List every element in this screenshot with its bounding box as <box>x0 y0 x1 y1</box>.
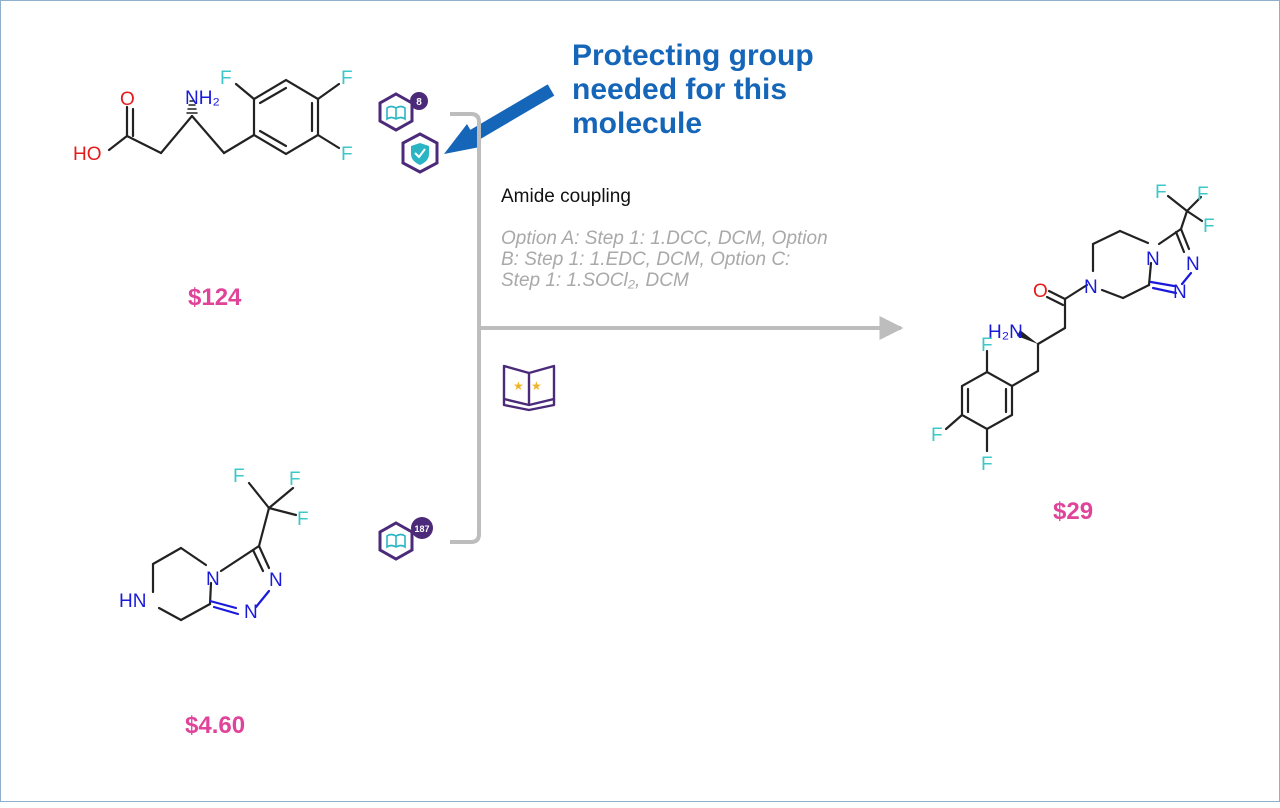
reactant-2-fluorine-label: F <box>297 509 309 530</box>
reactant-1-oxygen-label: O <box>120 89 135 110</box>
product-amine-label: H₂N <box>988 322 1023 343</box>
book-hex-icon[interactable]: 8 <box>378 92 428 132</box>
reactant-1-fluorine-label: F <box>341 144 353 165</box>
annotation-arrow-icon <box>444 84 555 154</box>
wedge-bond <box>1017 330 1038 344</box>
product-nitrogen-label: N <box>1146 249 1160 270</box>
annotation-line: needed for this <box>572 73 787 106</box>
product-fluorine-label: F <box>1155 182 1167 203</box>
reaction-title: Amide coupling <box>501 186 631 207</box>
svg-text:★: ★ <box>531 379 542 393</box>
svg-text:★: ★ <box>513 379 524 393</box>
reaction-conditions-line: Step 1: 1.SOCl₂, DCM <box>501 270 689 291</box>
product-structure <box>944 194 1204 453</box>
reactant-1-fluorine-label: F <box>220 68 232 89</box>
reactant-1-fluorine-label: F <box>341 68 353 89</box>
reactant-2-nitrogen-label: N <box>269 570 283 591</box>
product-nitrogen-label: N <box>1186 254 1200 275</box>
product-fluorine-label: F <box>981 454 993 475</box>
annotation-line: molecule <box>572 107 702 140</box>
reactant-2-fluorine-label: F <box>289 469 301 490</box>
book-hex-icon[interactable]: 187 <box>378 517 433 561</box>
reaction-conditions-line: Option A: Step 1: 1.DCC, DCM, Option <box>501 228 828 249</box>
literature-count-badge: 187 <box>414 524 429 534</box>
reactant-2-nitrogen-label: N <box>244 602 258 623</box>
reaction-connector <box>450 112 904 544</box>
reactant-1-price: $124 <box>188 284 242 311</box>
product-fluorine-label: F <box>1197 184 1209 205</box>
reactant-2-price: $4.60 <box>185 712 245 739</box>
product-fluorine-label: F <box>981 335 993 356</box>
product-fluorine-label: F <box>931 425 943 446</box>
reactant-2-structure <box>151 481 298 622</box>
product-price: $29 <box>1053 498 1093 525</box>
reactant-2-nitrogen-label: N <box>206 569 220 590</box>
reaction-conditions-line: B: Step 1: 1.EDC, DCM, Option C: <box>501 249 790 270</box>
product-oxygen-label: O <box>1033 281 1048 302</box>
reactant-2-nh-label: HN <box>119 591 146 612</box>
reactant-1-hydroxyl-label: HO <box>73 144 102 165</box>
shield-hex-icon[interactable] <box>401 132 439 174</box>
reactant-2-fluorine-label: F <box>233 466 245 487</box>
annotation-line: Protecting group <box>572 39 814 72</box>
reactant-1-structure <box>107 78 341 156</box>
literature-count-badge: 8 <box>416 97 422 108</box>
product-fluorine-label: F <box>1203 216 1215 237</box>
product-nitrogen-label: N <box>1173 282 1187 303</box>
product-nitrogen-label: N <box>1084 277 1098 298</box>
rated-book-icon[interactable]: ★ ★ <box>502 364 556 412</box>
reactant-1-amine-label: NH₂ <box>185 88 220 109</box>
